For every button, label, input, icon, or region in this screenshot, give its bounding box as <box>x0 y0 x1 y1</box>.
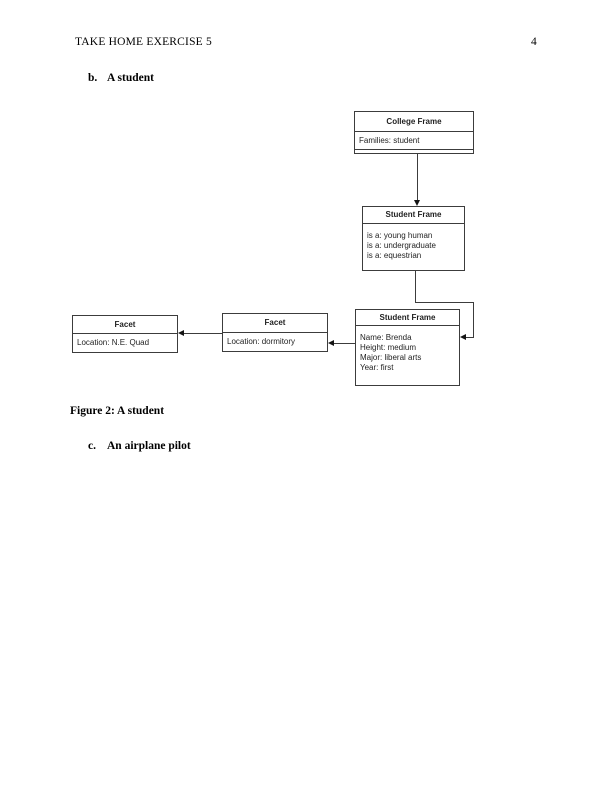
running-header: TAKE HOME EXERCISE 5 <box>75 36 212 48</box>
facet-quad-title: Facet <box>73 316 177 334</box>
list-item-c: c. An airplane pilot <box>88 440 191 452</box>
arrow-down-icon <box>414 200 420 206</box>
frame-attribute-line: is a: equestrian <box>367 251 422 260</box>
frame-attribute-line: Name: Brenda <box>360 333 412 342</box>
connector-instance-to-facet <box>334 343 355 344</box>
connector-college-to-student <box>417 154 418 200</box>
student-frame-general-box: Student Frame is a: young human is a: un… <box>362 206 465 271</box>
college-frame-body: Families: student <box>355 132 473 146</box>
connector-student-to-instance-seg3 <box>473 302 474 338</box>
connector-student-to-instance-seg1 <box>415 271 416 303</box>
list-item-c-label: An airplane pilot <box>107 440 191 452</box>
college-frame-box: College Frame Families: student <box>354 111 474 154</box>
student-frame-general-title: Student Frame <box>363 207 464 224</box>
student-frame-general-body: is a: young human is a: undergraduate is… <box>363 224 464 261</box>
arrow-left-icon <box>178 330 184 336</box>
frame-attribute-line: Location: dormitory <box>227 337 296 346</box>
facet-dormitory-box: Facet Location: dormitory <box>222 313 328 352</box>
facet-quad-body: Location: N.E. Quad <box>73 334 177 348</box>
connector-facet-to-facet <box>184 333 222 334</box>
student-frame-instance-box: Student Frame Name: Brenda Height: mediu… <box>355 309 460 386</box>
arrow-left-icon <box>328 340 334 346</box>
connector-student-to-instance-seg2 <box>415 302 474 303</box>
frame-attribute-line: Location: N.E. Quad <box>77 338 150 347</box>
list-item-c-marker: c. <box>88 440 96 452</box>
facet-quad-box: Facet Location: N.E. Quad <box>72 315 178 353</box>
arrow-left-icon <box>460 334 466 340</box>
frame-attribute-line: is a: young human <box>367 231 433 240</box>
frame-attribute-line: is a: undergraduate <box>367 241 436 250</box>
list-item-b-marker: b. <box>88 72 98 84</box>
facet-dormitory-title: Facet <box>223 314 327 333</box>
frame-attribute-line: Height: medium <box>360 343 417 352</box>
frame-attribute-line: Families: student <box>359 136 420 145</box>
list-item-b: b. A student <box>88 72 154 84</box>
frame-attribute-line: Year: first <box>360 363 394 372</box>
student-frame-instance-title: Student Frame <box>356 310 459 326</box>
connector-student-to-instance-seg4 <box>466 337 474 338</box>
page-number: 4 <box>531 36 537 48</box>
facet-dormitory-body: Location: dormitory <box>223 333 327 347</box>
frame-attribute-line: Major: liberal arts <box>360 353 422 362</box>
college-frame-title: College Frame <box>355 112 473 132</box>
figure-caption: Figure 2: A student <box>70 405 165 417</box>
student-frame-instance-body: Name: Brenda Height: medium Major: liber… <box>356 326 459 373</box>
college-frame-empty-row <box>355 149 473 153</box>
list-item-b-label: A student <box>107 72 154 84</box>
